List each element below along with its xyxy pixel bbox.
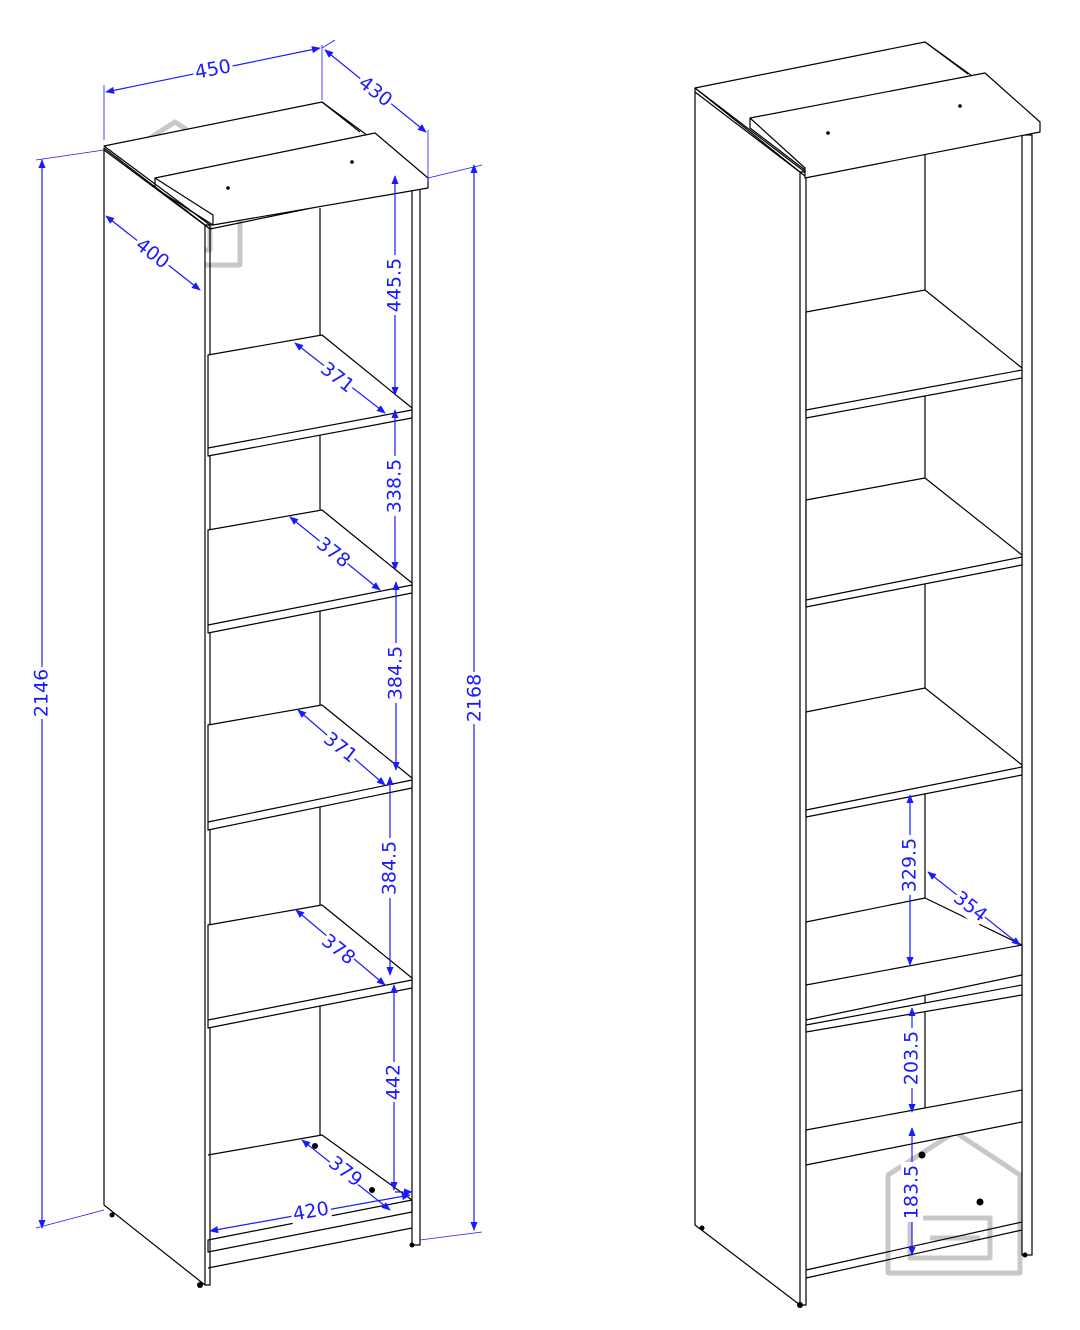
left-cabinet [103,101,429,1288]
dim-gap-5: 442 [383,1064,405,1100]
dim-gap-2: 338.5 [384,459,406,513]
dim-gap-4: 384.5 [379,841,401,895]
shelves-left [207,334,413,1269]
dim-gap-1: 445.5 [384,258,406,312]
dim-height-total: 2168 [464,674,486,722]
dim-gap-c: 183.5 [901,1165,923,1219]
dim-depth: 430 [354,72,396,112]
dim-gap-a: 329.5 [899,838,921,892]
dim-gap-b: 203.5 [901,1031,923,1085]
right-cabinet [694,41,1041,1308]
dimensions-right: 329.5 354 203.5 183.5 [899,794,1021,1256]
dim-gap-3: 384.5 [385,646,407,700]
shelves-right [805,289,1023,1279]
dim-width: 450 [193,55,233,84]
dim-height-outer: 2146 [31,669,53,717]
dim-inner-width: 420 [291,1198,331,1226]
